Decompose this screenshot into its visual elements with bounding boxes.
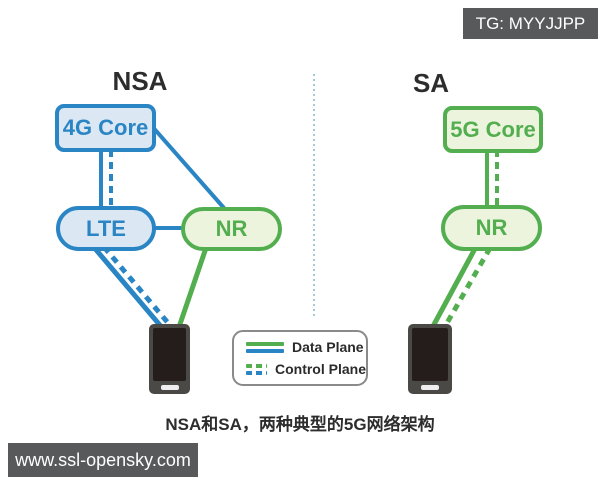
legend-label-control-plane: Control Plane [274,361,366,377]
nsa-lte-node: LTE [56,206,156,251]
sa-5g-core-node: 5G Core [443,106,543,153]
legend-row-control-plane: Control Plane [246,361,366,377]
nsa-title: NSA [112,66,168,96]
sa-nr-phone-data-link [428,243,480,332]
nsa-core-nr-link [148,122,233,218]
phone-home-button [160,385,179,390]
nsa-nr-node: NR [181,207,282,251]
sa-title: SA [412,68,450,98]
diagram-caption: NSA和SA，两种典型的5G网络架构 [165,415,435,434]
website-watermark-badge: www.ssl-opensky.com [8,443,198,477]
sa-smartphone-icon [408,324,452,394]
control-plane-line-icon [246,363,267,375]
sa-nr-node: NR [441,205,542,251]
nsa-smartphone-icon [149,324,190,394]
legend: Data Plane Control Plane [232,330,368,386]
nsa-4g-core-node: 4G Core [55,104,156,152]
nsa-nr-phone-data-link [175,244,210,331]
nsa-lte-phone-control-link [102,245,176,332]
data-plane-line-icon [246,341,284,353]
phone-screen [153,328,186,381]
sa-nr-phone-control-link [440,246,493,332]
phone-home-button [421,385,439,390]
nsa-lte-phone-data-link [90,243,166,332]
legend-label-data-plane: Data Plane [292,339,364,355]
legend-row-data-plane: Data Plane [246,339,366,355]
tg-watermark-badge: TG: MYYJJPP [463,8,598,39]
phone-screen [412,328,448,381]
